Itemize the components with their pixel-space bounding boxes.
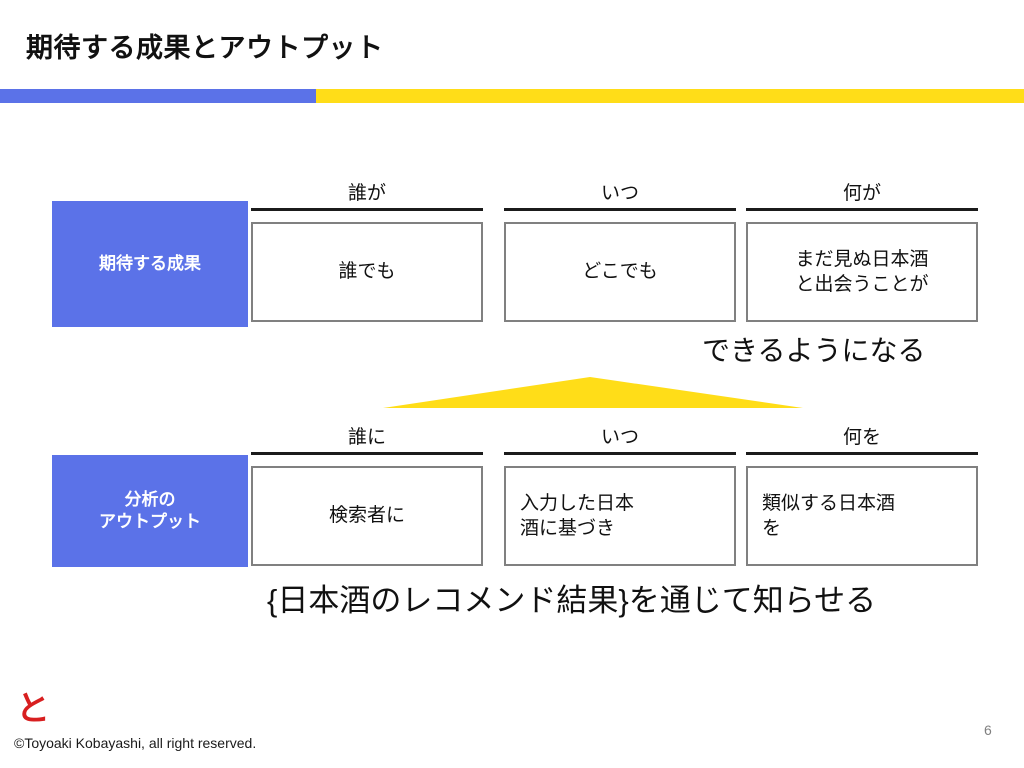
column-rule: [251, 452, 483, 455]
copyright-text: ©Toyoaki Kobayashi, all right reserved.: [14, 735, 257, 751]
divider-yellow-segment: [316, 89, 1024, 103]
matrix-cell-row1-col2: いつ どこでも: [504, 184, 736, 322]
matrix-cell-row2-col1: 誰に 検索者に: [251, 428, 483, 566]
matrix-cell-row2-col2: いつ 入力した日本酒に基づき: [504, 428, 736, 566]
column-rule: [746, 452, 978, 455]
cell-value-row1-col1: 誰でも: [251, 222, 483, 322]
row-label-analysis-output: 分析のアウトプット: [52, 455, 248, 567]
row-label-expected-outcome: 期待する成果: [52, 201, 248, 327]
column-rule: [251, 208, 483, 211]
cell-value-row1-col2: どこでも: [504, 222, 736, 322]
column-rule: [504, 452, 736, 455]
caption-recommendation: {日本酒のレコメンド結果}を通じて知らせる: [267, 583, 877, 618]
matrix-cell-row2-col3: 何を 類似する日本酒を: [746, 428, 978, 566]
divider-blue-segment: [0, 89, 316, 103]
column-header-when-2: いつ: [600, 427, 639, 448]
matrix-cell-row1-col1: 誰が 誰でも: [251, 184, 483, 322]
title-divider-bar: [0, 89, 1024, 103]
cell-value-row2-col1: 検索者に: [251, 466, 483, 566]
column-rule: [746, 208, 978, 211]
page-number: 6: [984, 722, 992, 738]
matrix-cell-row1-col3: 何が まだ見ぬ日本酒と出会うことが: [746, 184, 978, 322]
column-header-what-object: 何を: [842, 427, 881, 448]
brand-logo-icon: と: [16, 690, 50, 728]
column-header-what: 何が: [842, 183, 881, 204]
cell-value-row2-col3: 類似する日本酒を: [746, 466, 978, 566]
column-header-to-whom: 誰に: [347, 427, 386, 448]
column-header-when: いつ: [600, 183, 639, 204]
cell-value-row1-col3: まだ見ぬ日本酒と出会うことが: [746, 222, 978, 322]
column-header-who: 誰が: [347, 183, 386, 204]
caption-outcome: できるようになる: [702, 335, 926, 366]
cell-value-row2-col2: 入力した日本酒に基づき: [504, 466, 736, 566]
page-title: 期待する成果とアウトプット: [26, 33, 384, 63]
upward-chevron-arrow-icon: [383, 372, 803, 412]
column-rule: [504, 208, 736, 211]
